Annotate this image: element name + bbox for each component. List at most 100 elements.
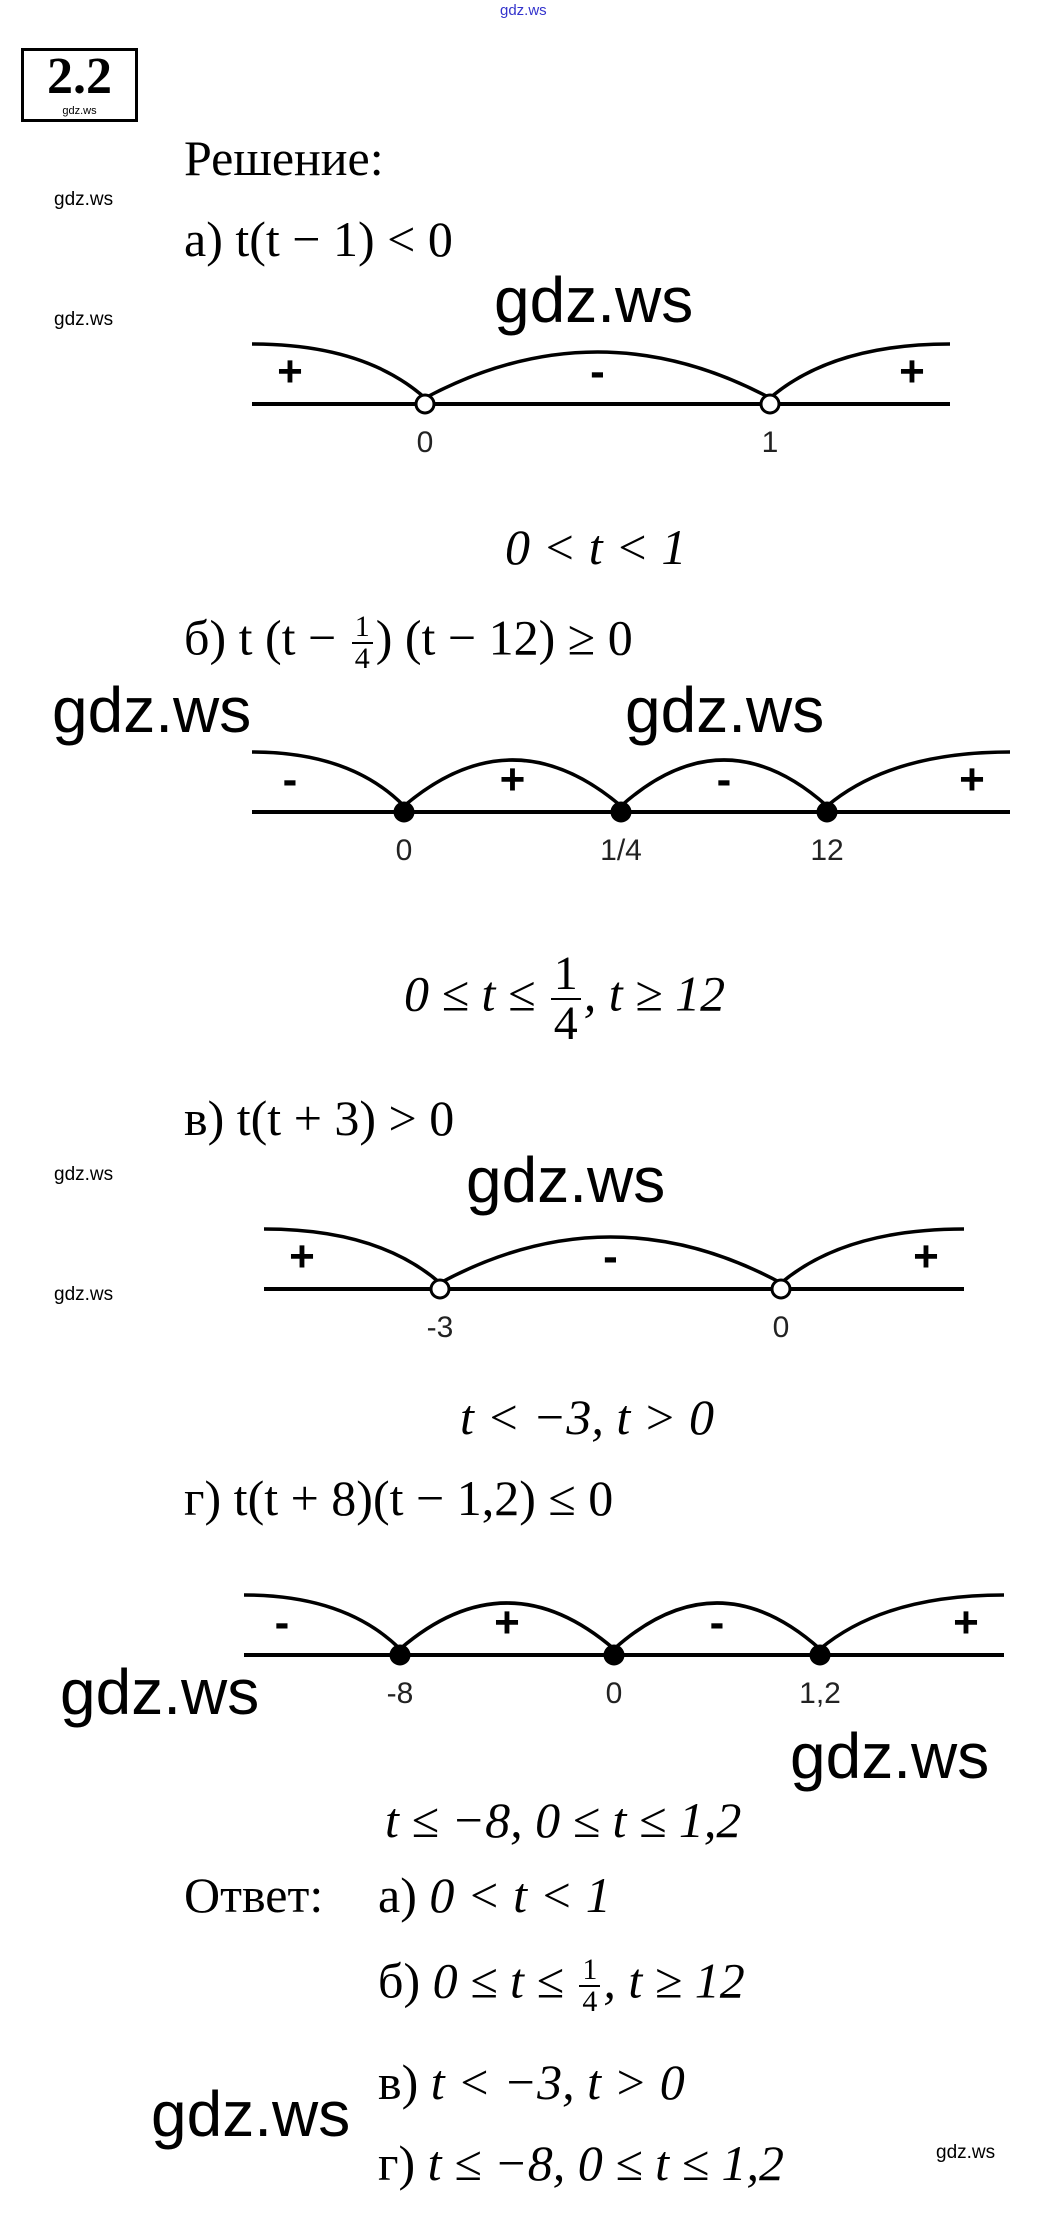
open-point — [429, 1278, 451, 1300]
interval-sign: + — [500, 755, 526, 804]
watermark-big: gdz.ws — [60, 1656, 260, 1728]
point-label: 12 — [810, 834, 843, 867]
answer-text: , t ≥ 12 — [603, 1952, 745, 2009]
number-line-c: + - + -3 0 — [263, 1227, 965, 1344]
interval-sign: - — [710, 1598, 725, 1647]
sign-arc — [619, 758, 829, 808]
watermark-small: gdz.ws — [54, 309, 114, 330]
part-c-inequality: в) t(t + 3) > 0 — [184, 1093, 454, 1143]
filled-point — [816, 801, 838, 823]
part-label: а) — [184, 211, 223, 267]
interval-sign: - — [717, 755, 732, 804]
sign-arc — [768, 342, 951, 400]
fraction-denominator: 4 — [553, 997, 578, 1050]
part-a-answer: 0 < t < 1 — [505, 522, 686, 572]
part-label: б) — [184, 609, 227, 666]
watermark-big: gdz.ws — [466, 1144, 666, 1216]
inequality-text: t(t − 1) < 0 — [235, 211, 453, 267]
filled-point — [809, 1644, 831, 1666]
watermark-small: gdz.ws — [54, 189, 114, 210]
final-answer-item: в) t < −3, t > 0 — [378, 2057, 685, 2107]
answer-text: t ≤ −8, 0 ≤ t ≤ 1,2 — [427, 2135, 785, 2191]
answer-text: t < −3, t > 0 — [460, 1389, 715, 1445]
number-line-b: - + - +0 1/4 12 — [251, 750, 1011, 867]
filled-point — [610, 801, 632, 823]
sign-arc — [779, 1227, 965, 1285]
sign-arc — [251, 342, 427, 400]
watermark-big: gdz.ws — [790, 1720, 990, 1792]
fraction-denominator: 4 — [354, 642, 370, 675]
solution-heading: Решение: — [184, 130, 384, 186]
filled-point — [389, 1644, 411, 1666]
part-c-answer: t < −3, t > 0 — [460, 1392, 714, 1442]
point-label: -3 — [427, 1311, 454, 1344]
open-point — [759, 393, 781, 415]
sign-arc — [424, 350, 771, 400]
interval-sign: - — [590, 347, 605, 396]
point-label: 0 — [773, 1311, 790, 1344]
interval-sign: + — [959, 755, 985, 804]
sign-arc — [612, 1601, 822, 1651]
watermark-small: gdz.ws — [54, 1164, 114, 1185]
watermark-small: gdz.ws — [54, 1284, 114, 1305]
interval-sign: + — [277, 347, 303, 396]
sign-arc — [251, 750, 406, 808]
sign-arc — [439, 1235, 782, 1285]
fraction-denominator: 4 — [582, 1985, 598, 2018]
point-label: 0 — [417, 426, 434, 459]
interval-sign: - — [283, 755, 298, 804]
interval-sign: + — [494, 1598, 520, 1647]
answer-text: t < −3, t > 0 — [430, 2054, 685, 2110]
inequality-text: t(t + 3) > 0 — [236, 1090, 455, 1146]
part-label: в) — [378, 2054, 419, 2110]
fraction-numerator: 1 — [351, 612, 373, 644]
watermark-big: gdz.ws — [151, 2078, 351, 2150]
sign-arc — [818, 1593, 1005, 1651]
watermark-small: gdz.ws — [936, 2142, 996, 2163]
interval-sign: + — [289, 1232, 315, 1281]
sign-arc — [263, 1227, 442, 1285]
answer-text: 0 < t < 1 — [429, 1867, 611, 1923]
watermark-big: gdz.ws — [52, 674, 252, 746]
sign-arc — [825, 750, 1011, 808]
interval-sign: - — [603, 1232, 618, 1281]
fraction-numerator: 1 — [550, 950, 581, 1000]
sign-arc — [243, 1593, 402, 1651]
answer-text: , t ≥ 12 — [583, 965, 726, 1022]
final-answer-heading: Ответ: — [184, 1867, 324, 1923]
task-number: 2.2 — [47, 48, 112, 105]
filled-point — [603, 1644, 625, 1666]
part-label: б) — [378, 1952, 421, 2009]
watermark-big: gdz.ws — [625, 674, 825, 746]
filled-point — [393, 801, 415, 823]
inequality-text: t(t + 8)(t − 1,2) ≤ 0 — [233, 1470, 614, 1526]
point-label: 1/4 — [600, 834, 642, 867]
part-label: г) — [184, 1470, 222, 1526]
inequality-text: ) (t − 12) ≥ 0 — [375, 609, 633, 666]
answer-text: 0 < t < 1 — [505, 519, 687, 575]
open-point — [414, 393, 436, 415]
interval-sign: + — [913, 1232, 939, 1281]
watermark-top: gdz.ws — [500, 2, 547, 19]
point-label: -8 — [387, 1677, 414, 1710]
part-label: г) — [378, 2135, 416, 2191]
fraction-numerator: 1 — [579, 1955, 601, 1987]
sign-arc — [402, 758, 623, 808]
interval-sign: + — [899, 347, 925, 396]
task-number-box: 2.2 gdz.ws — [21, 48, 138, 122]
interval-sign: + — [953, 1598, 979, 1647]
point-label: 0 — [396, 834, 413, 867]
part-a-inequality: а) t(t − 1) < 0 — [184, 214, 453, 264]
part-label: в) — [184, 1090, 225, 1146]
part-d-inequality: г) t(t + 8)(t − 1,2) ≤ 0 — [184, 1473, 613, 1523]
box-watermark: gdz.ws — [62, 105, 97, 117]
sign-arc — [398, 1601, 616, 1651]
